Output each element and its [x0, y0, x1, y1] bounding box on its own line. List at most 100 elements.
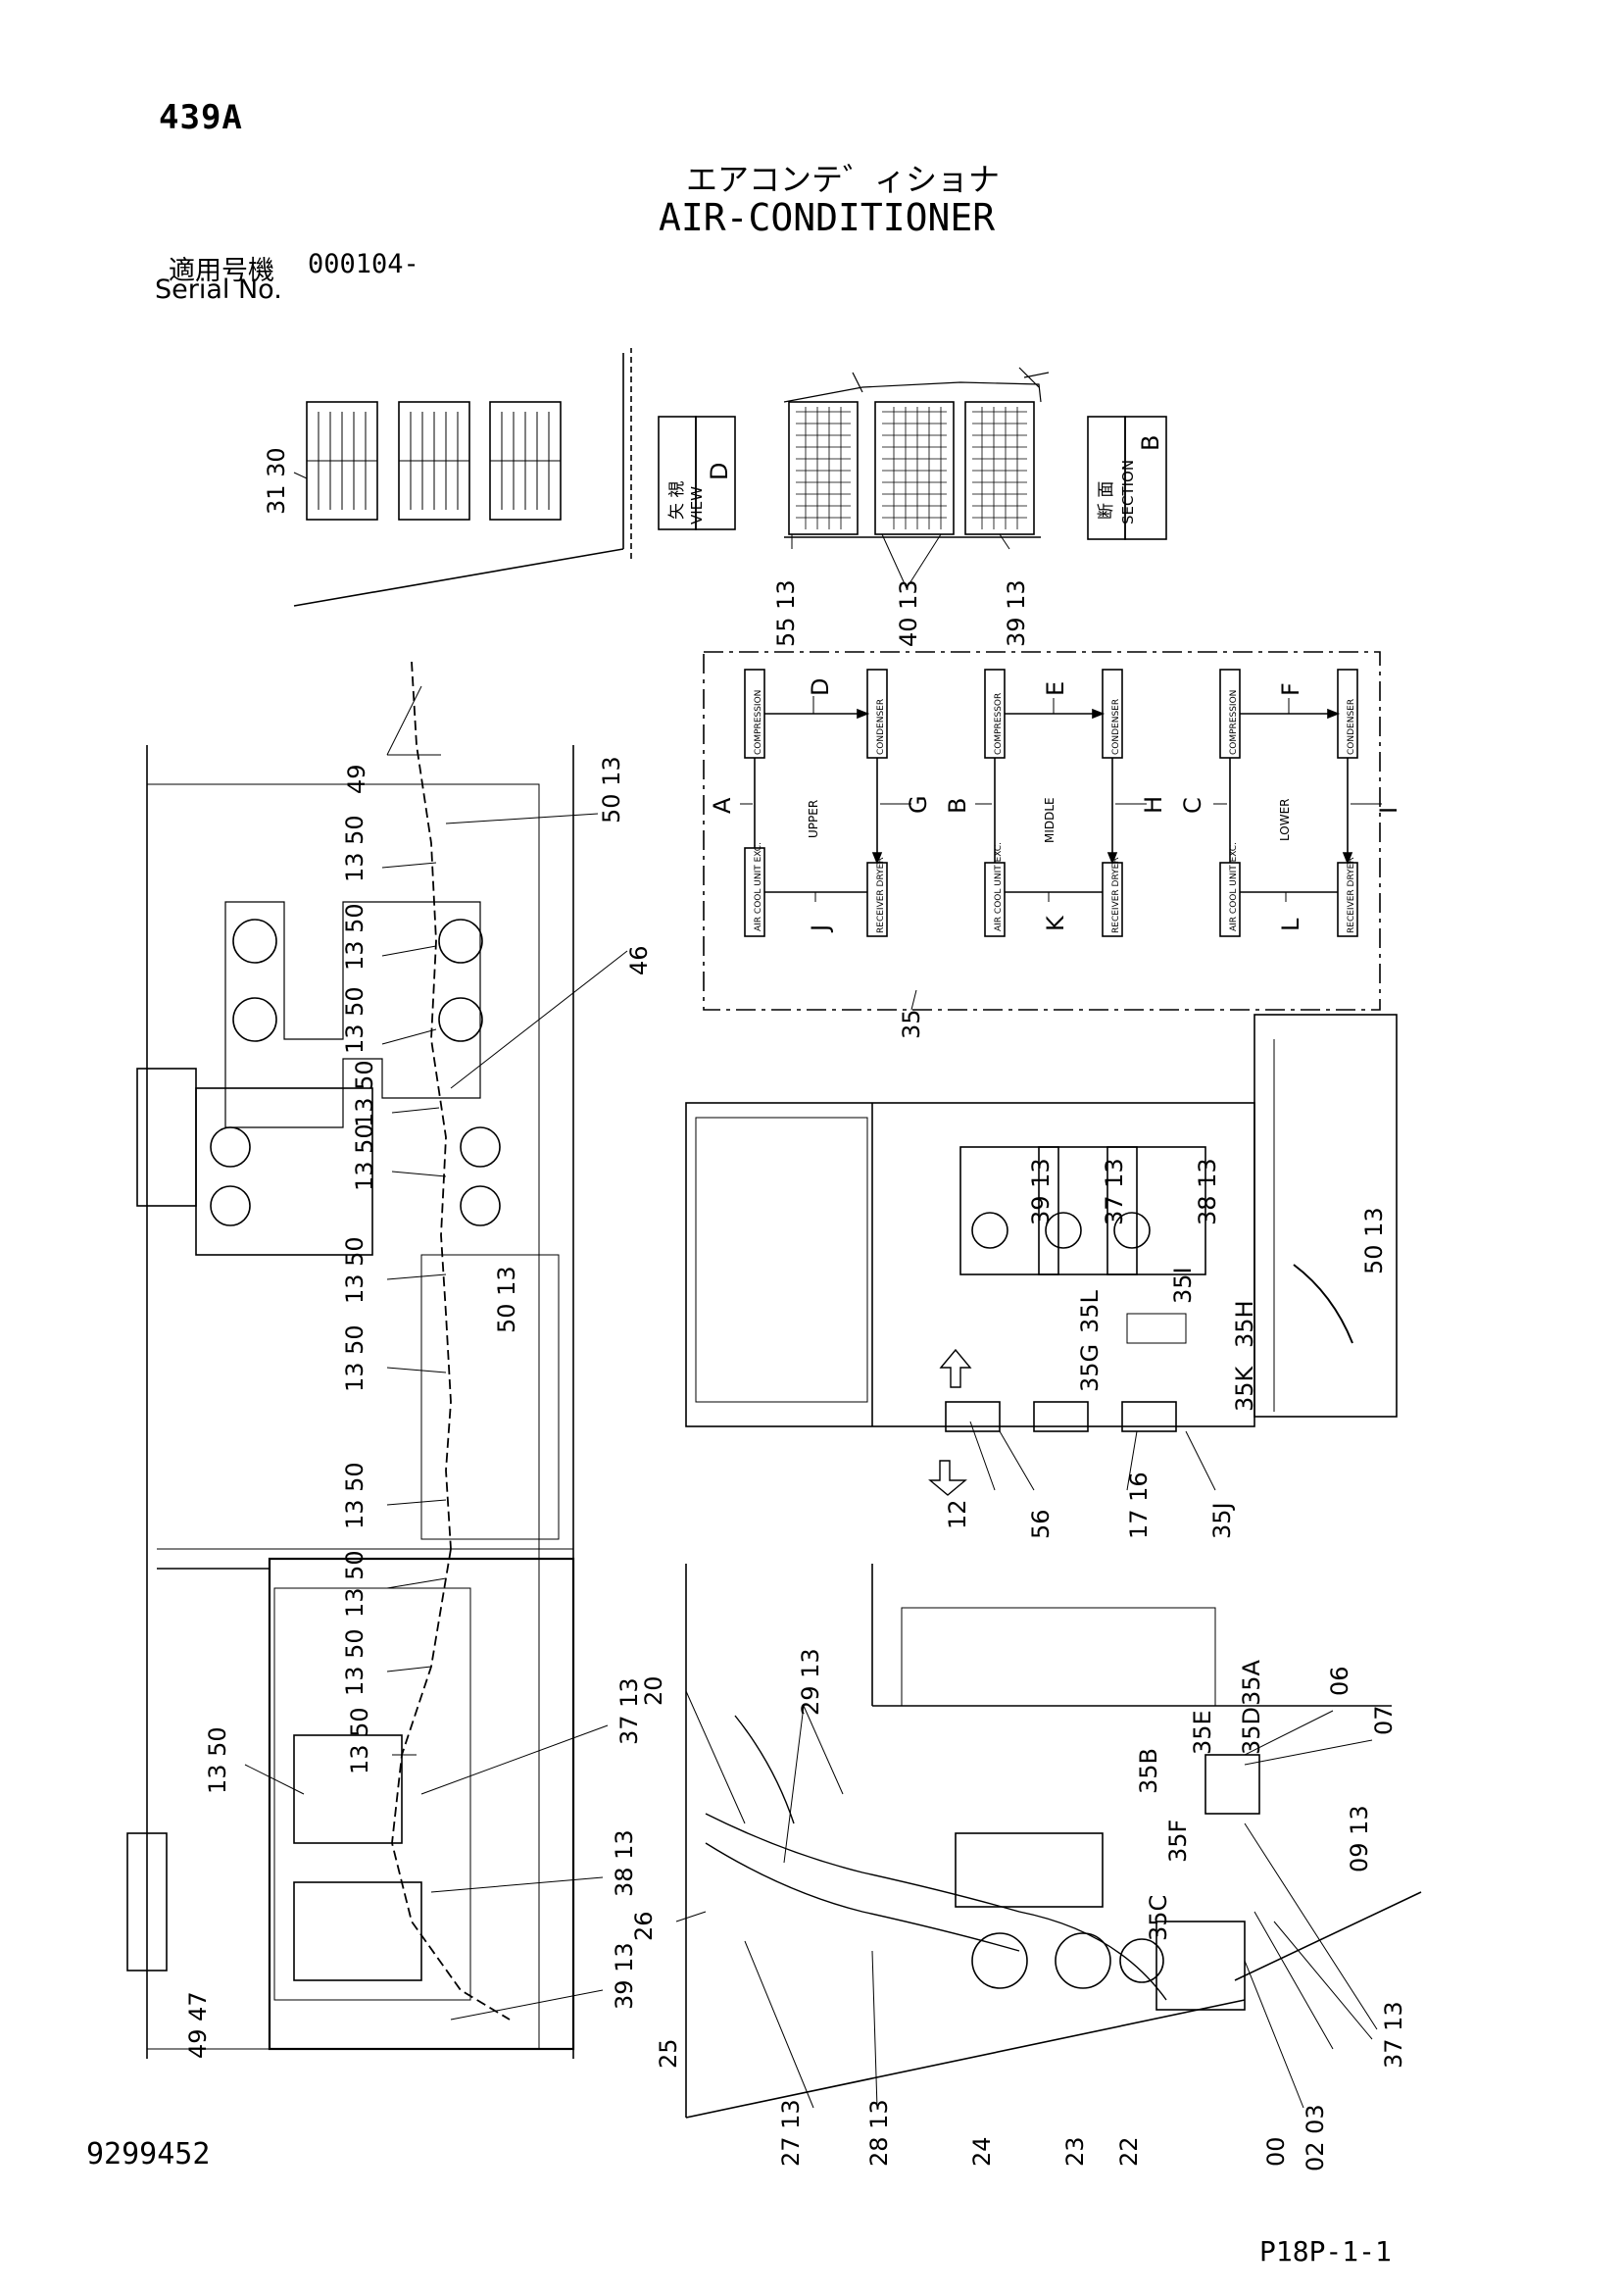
callout-13-50-5: 13 50: [351, 1123, 378, 1191]
line-letter-i: I: [1375, 807, 1402, 814]
section-b-jp: 断 面: [1097, 481, 1116, 520]
callout-56: 56: [1027, 1509, 1055, 1539]
view-d-jp: 矢 視: [667, 481, 687, 520]
callout-06: 06: [1326, 1666, 1353, 1696]
title-english: AIR-CONDITIONER: [659, 196, 996, 239]
section-b-condensers: [783, 367, 1050, 538]
callout-13-50-3: 13 50: [341, 986, 369, 1054]
condenser-label-2: CONDENSER: [1111, 699, 1121, 755]
callout-35A: 35A: [1238, 1659, 1265, 1706]
line-letter-g: G: [905, 795, 932, 814]
callout-13-50-10: 13 50: [341, 1628, 369, 1696]
callout-27-13: 27 13: [777, 2099, 805, 2167]
line-letter-a: A: [709, 797, 736, 814]
callout-25: 25: [655, 2038, 682, 2069]
compressor-label-1: COMPRESSION: [754, 690, 763, 755]
view-d-label: 矢 視 D: [658, 416, 736, 530]
callout-35H: 35H: [1231, 1300, 1258, 1348]
line-letter-b: B: [944, 798, 971, 814]
cab-isometric-view: [685, 1564, 1422, 2119]
callout-13-50-7: 13 50: [341, 1324, 369, 1392]
callout-12: 12: [944, 1499, 971, 1529]
callout-50-13-b: 50 13: [493, 1266, 520, 1333]
callout-13-50-2: 13 50: [341, 903, 369, 971]
callout-09-13: 09 13: [1346, 1805, 1373, 1872]
callout-13-50-1: 13 50: [341, 815, 369, 882]
callout-40-13: 40 13: [895, 579, 922, 647]
callout-24: 24: [968, 2136, 996, 2167]
callout-46: 46: [625, 945, 653, 975]
title-japanese: エアコンテ゛ィショナ: [686, 161, 1001, 198]
page-code: 439A: [159, 98, 243, 137]
callout-55-13: 55 13: [772, 579, 800, 647]
drawing-number: 9299452: [86, 2137, 211, 2171]
callout-37-13-mid: 37 13: [1101, 1158, 1128, 1225]
serial-label-japanese: 適用号機: [169, 256, 274, 286]
callout-31-30: 31 30: [263, 447, 290, 515]
callout-00: 00: [1262, 2136, 1290, 2167]
hose-route-upper: [411, 661, 452, 1550]
callout-38-13-mid: 38 13: [1194, 1158, 1221, 1225]
section-b-label: 断 面 SECTION B: [1087, 416, 1167, 540]
callout-35E: 35E: [1189, 1710, 1216, 1755]
callout-17-16: 17 16: [1125, 1472, 1153, 1539]
evap-label-2: AIR COOL UNIT EXC.: [994, 842, 1004, 931]
callout-49: 49: [343, 764, 370, 794]
callout-13-50-8: 13 50: [341, 1462, 369, 1529]
callout-35C: 35C: [1145, 1895, 1172, 1941]
callout-35F: 35F: [1164, 1820, 1192, 1863]
callout-35I: 35I: [1169, 1267, 1197, 1304]
line-letter-c: C: [1179, 797, 1206, 814]
compressor-label-3: COMPRESSION: [1229, 690, 1239, 755]
section-upper: UPPER: [807, 800, 820, 838]
receiver-label-1: RECEIVER DRYER: [876, 857, 886, 933]
callout-13-50-12: 13 50: [204, 1726, 231, 1794]
line-letter-f: F: [1277, 682, 1304, 696]
receiver-label-3: RECEIVER DRYER: [1347, 857, 1356, 933]
callout-28-13: 28 13: [865, 2099, 893, 2167]
callout-29-13: 29 13: [797, 1648, 824, 1716]
view-d-letter: D: [706, 463, 733, 480]
callout-23: 23: [1061, 2136, 1089, 2167]
condenser-label-1: CONDENSER: [876, 699, 886, 755]
callout-13-50-9: 13 50: [341, 1550, 369, 1618]
section-lower: LOWER: [1278, 799, 1292, 842]
callout-20: 20: [640, 1675, 667, 1706]
callout-07: 07: [1370, 1705, 1398, 1735]
receiver-label-2: RECEIVER DRYER: [1111, 857, 1121, 933]
section-middle: MIDDLE: [1043, 797, 1057, 843]
callout-35J: 35J: [1208, 1502, 1236, 1539]
callout-35G: 35G: [1076, 1344, 1104, 1392]
callout-13-50-6: 13 50: [341, 1236, 369, 1304]
condenser-label-3: CONDENSER: [1347, 699, 1356, 755]
callout-39-13-left: 39 13: [611, 1942, 638, 2010]
view-d-en: VIEW: [688, 486, 706, 524]
callout-39-13-mid: 39 13: [1027, 1158, 1055, 1225]
callout-02-03: 02 03: [1302, 2104, 1329, 2171]
serial-label-english: Serial No.: [155, 275, 282, 305]
line-letter-l: L: [1277, 918, 1304, 931]
evap-label-1: AIR COOL UNIT EXC.: [754, 842, 763, 931]
callout-13-50-4: 13 50: [351, 1060, 378, 1127]
callout-35K: 35K: [1231, 1365, 1258, 1412]
callout-35D: 35D: [1238, 1707, 1265, 1755]
line-letter-e: E: [1042, 681, 1069, 696]
callout-22: 22: [1115, 2136, 1143, 2167]
evap-label-3: AIR COOL UNIT EXC.: [1229, 842, 1239, 931]
line-letter-h: H: [1140, 796, 1167, 814]
hose-route-lower: [391, 1548, 511, 2021]
callout-35B: 35B: [1135, 1748, 1162, 1794]
callout-35L: 35L: [1076, 1289, 1104, 1333]
serial-value: 000104-: [308, 249, 419, 279]
cooler-top-view: [685, 1014, 1398, 1496]
line-letter-d: D: [807, 678, 834, 696]
callout-13-50-11: 13 50: [346, 1707, 373, 1774]
callout-50-13-a: 50 13: [598, 756, 625, 824]
callout-37-13-right: 37 13: [1380, 2001, 1407, 2069]
callout-39-13-top: 39 13: [1003, 579, 1030, 647]
line-letter-k: K: [1042, 915, 1069, 931]
view-d-grilles: [293, 348, 632, 607]
callout-26: 26: [630, 1911, 658, 1941]
section-b-en: SECTION: [1119, 460, 1137, 524]
